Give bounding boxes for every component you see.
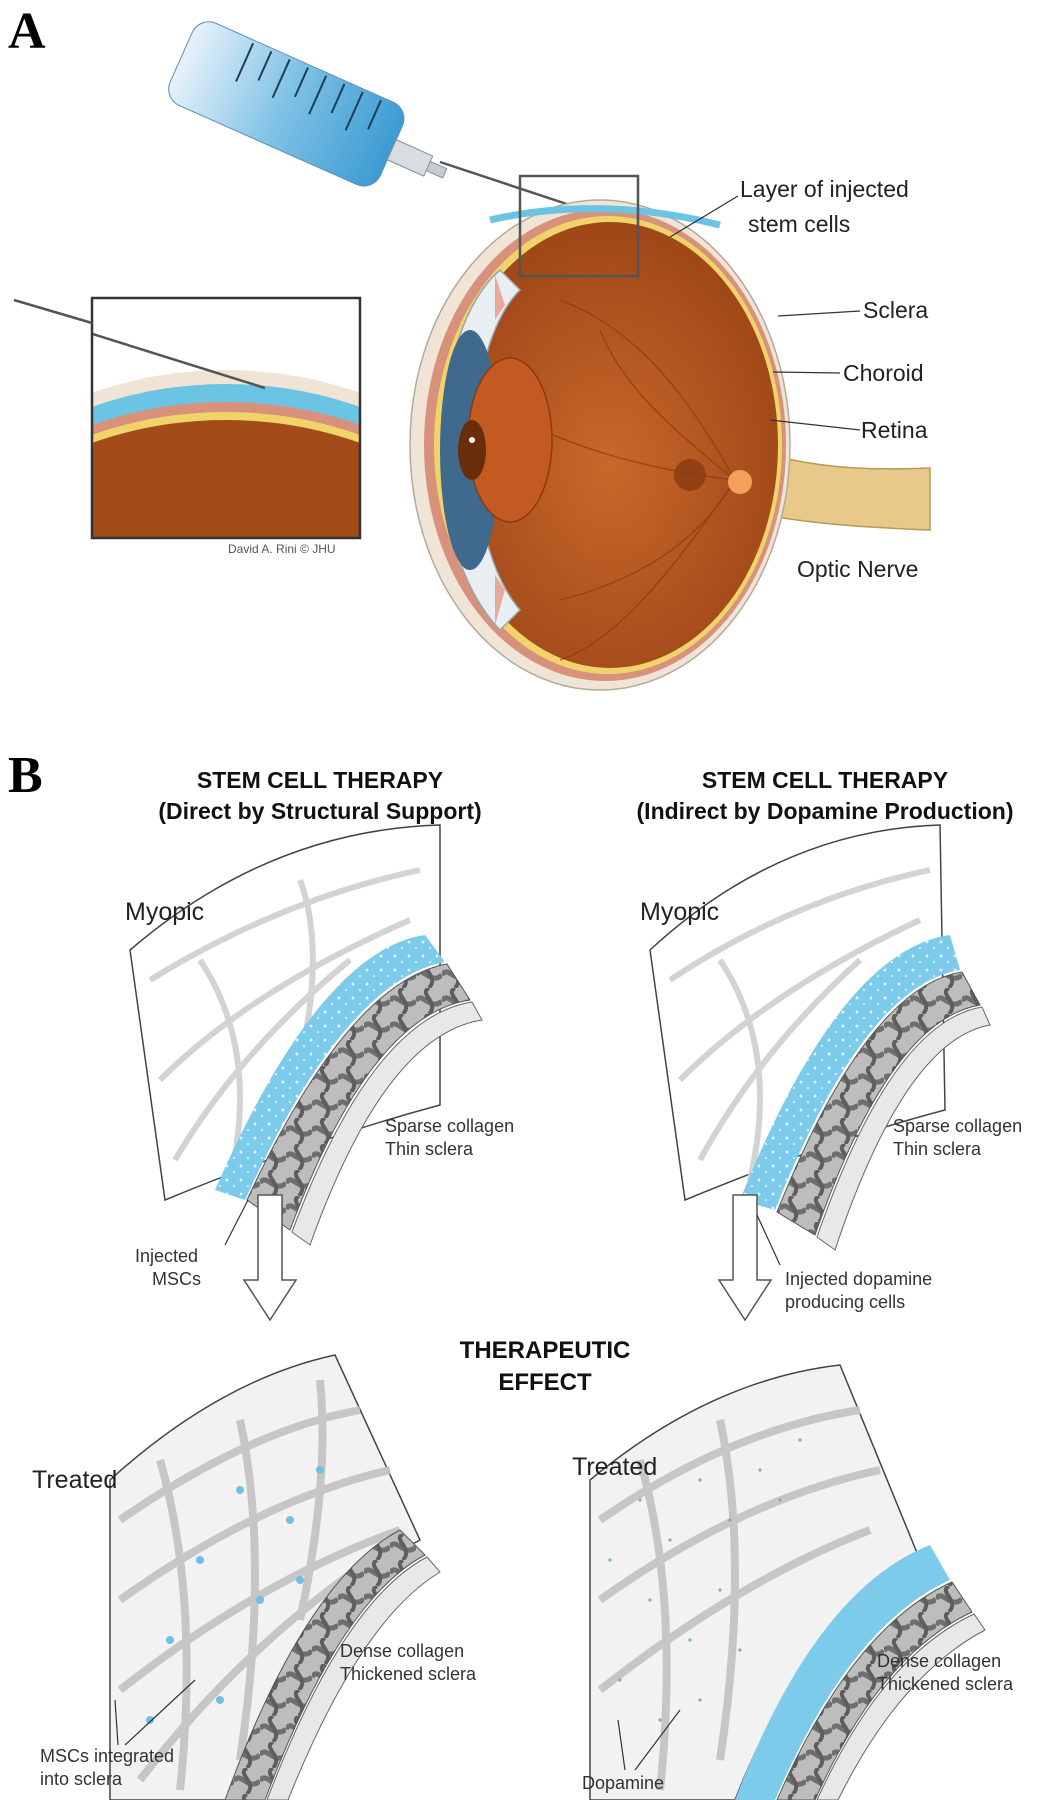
left-bottom-desc-1: Dense collagen xyxy=(340,1641,465,1661)
label-optic-nerve: Optic Nerve xyxy=(797,556,919,582)
left-bottom-state: Treated xyxy=(32,1466,118,1494)
therapeutic-effect-line2: EFFECT xyxy=(498,1369,592,1397)
right-bottom-callout-1: Dopamine xyxy=(582,1773,665,1793)
panel-b-label: B xyxy=(8,747,43,804)
panel-a-label: A xyxy=(8,3,46,60)
left-bottom-desc-2: Thickened sclera xyxy=(340,1664,477,1684)
right-bottom-callout-lines xyxy=(617,1709,681,1771)
label-sclera: Sclera xyxy=(863,297,929,323)
therapeutic-effect-heading: THERAPEUTIC EFFECT xyxy=(430,1335,660,1400)
right-top-callout-1: Injected dopamine xyxy=(785,1269,933,1289)
left-top-callout-1: Injected xyxy=(135,1246,199,1266)
label-injected-layer-1: Layer of injected xyxy=(740,176,909,202)
left-bottom-callout-2: into sclera xyxy=(40,1769,123,1789)
left-top-state: Myopic xyxy=(125,898,205,926)
left-heading-line2: (Direct by Structural Support) xyxy=(158,798,482,825)
leader-lines xyxy=(669,195,861,431)
right-heading: STEM CELL THERAPY (Indirect by Dopamine … xyxy=(625,765,1025,827)
right-bottom-state: Treated xyxy=(572,1453,658,1481)
right-top-callout-2: producing cells xyxy=(785,1292,906,1312)
left-myopic-section xyxy=(129,824,483,1246)
right-heading-line1: STEM CELL THERAPY xyxy=(701,767,949,793)
optic-nerve-shape xyxy=(764,454,931,531)
zoom-box xyxy=(518,174,640,278)
left-bottom-callout-lines xyxy=(114,1679,196,1746)
label-retina: Retina xyxy=(861,417,928,443)
right-top-state: Myopic xyxy=(640,898,720,926)
left-treated-section xyxy=(109,1354,441,1800)
right-bottom-desc-1: Dense collagen xyxy=(877,1651,1002,1671)
left-down-arrow-icon xyxy=(242,1194,298,1322)
right-heading-line2: (Indirect by Dopamine Production) xyxy=(636,798,1014,825)
right-myopic-section xyxy=(649,824,991,1251)
syringe-icon xyxy=(168,21,601,217)
right-bottom-desc-2: Thickened sclera xyxy=(877,1674,1014,1694)
right-top-desc-2: Thin sclera xyxy=(893,1139,982,1159)
left-bottom-callout-1: MSCs integrated xyxy=(40,1746,175,1766)
right-top-desc-1: Sparse collagen xyxy=(893,1116,1023,1136)
illustration-credit: David A. Rini © JHU xyxy=(228,542,336,556)
right-treated-section xyxy=(589,1364,986,1800)
label-choroid: Choroid xyxy=(843,360,924,386)
right-down-arrow-icon xyxy=(717,1194,773,1322)
left-heading-line1: STEM CELL THERAPY xyxy=(196,767,444,793)
therapeutic-effect-line1: THERAPEUTIC xyxy=(459,1337,631,1364)
left-heading: STEM CELL THERAPY (Direct by Structural … xyxy=(150,765,490,827)
eyeball-shape xyxy=(409,199,791,691)
left-top-desc-2: Thin sclera xyxy=(385,1139,474,1159)
left-top-desc-1: Sparse collagen xyxy=(385,1116,515,1136)
eye-illustration xyxy=(13,21,931,691)
label-injected-layer-2: stem cells xyxy=(748,211,851,237)
zoom-inset xyxy=(13,296,362,540)
left-top-callout-2: MSCs xyxy=(152,1269,201,1289)
